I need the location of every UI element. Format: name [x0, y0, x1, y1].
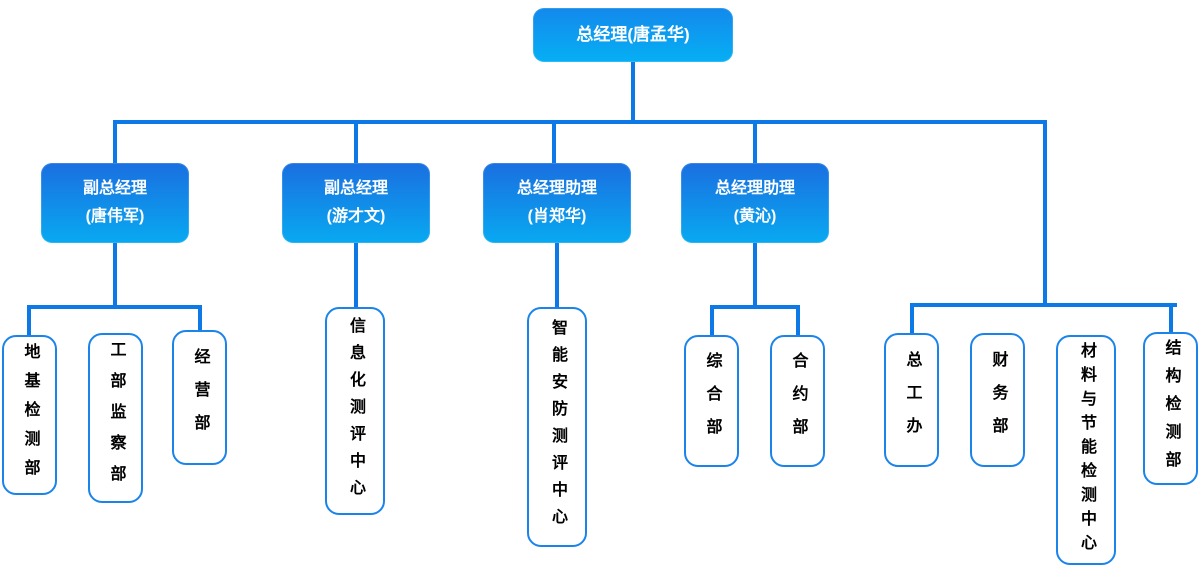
manager-node-3-title: 总经理助理 [516, 180, 597, 197]
dept-node-caiwu: 财务部 [970, 333, 1025, 467]
manager-node-2-title: 副总经理 [323, 180, 388, 197]
dept-node-gongbu-jiancha: 工部监察部 [88, 333, 143, 503]
root-node: 总经理(唐孟华) [533, 8, 733, 62]
connector-group5-stub-right [1169, 303, 1173, 332]
dept-node-zonghe: 综合部 [684, 335, 739, 467]
dept-node-dijian-label: 地基检测部 [21, 342, 39, 488]
connector-drop-manager-2 [354, 120, 358, 163]
manager-node-4-title: 总经理助理 [714, 180, 795, 197]
root-node-label: 总经理(唐孟华) [576, 25, 690, 44]
dept-node-xinxihua-label: 信息化测评中心 [347, 316, 364, 506]
connector-right-branch-vert [1043, 120, 1047, 307]
dept-node-cailiao-jieneng: 材料与节能检测中心 [1056, 335, 1116, 565]
dept-node-dijian: 地基检测部 [2, 335, 57, 495]
dept-node-xinxihua: 信息化测评中心 [325, 307, 385, 515]
connector-group3-stem [555, 243, 559, 307]
dept-node-jingying: 经营部 [172, 330, 227, 465]
connector-drop-manager-3 [552, 120, 556, 163]
dept-node-heyue-label: 合约部 [789, 351, 807, 451]
manager-node-2: 副总经理 (游才文) [282, 163, 430, 243]
dept-node-cailiao-jieneng-label: 材料与节能检测中心 [1078, 342, 1095, 558]
connector-group4-hbar [710, 305, 800, 309]
connector-group2-stem [354, 243, 358, 307]
connector-group4-stub-left [710, 305, 714, 335]
dept-node-zhineng-anfang-label: 智能安防测评中心 [549, 319, 566, 535]
connector-group1-hbar [27, 305, 202, 309]
manager-node-4: 总经理助理 (黄沁) [681, 163, 829, 243]
connector-group1-stem [113, 243, 117, 309]
dept-node-zonghe-label: 综合部 [703, 351, 721, 451]
connector-group1-stub-left [27, 305, 31, 335]
dept-node-jingying-label: 经营部 [191, 348, 209, 447]
dept-node-jiegou-label: 结构检测部 [1162, 338, 1180, 479]
manager-node-1-title: 副总经理 [82, 180, 147, 197]
connector-group4-stem [753, 243, 757, 309]
dept-node-gongbu-jiancha-label: 工部监察部 [107, 340, 125, 496]
manager-node-1: 副总经理 (唐伟军) [41, 163, 189, 243]
dept-node-heyue: 合约部 [770, 335, 825, 467]
manager-node-1-name: (唐伟军) [85, 208, 145, 225]
connector-group5-stub-left [910, 303, 914, 333]
dept-node-caiwu-label: 财务部 [989, 350, 1007, 450]
manager-node-3: 总经理助理 (肖郑华) [483, 163, 631, 243]
connector-root-stem [631, 62, 635, 122]
connector-drop-manager-4 [753, 120, 757, 163]
dept-node-zonggongban-label: 总工办 [903, 350, 921, 450]
connector-group4-stub-right [796, 305, 800, 335]
dept-node-zhineng-anfang: 智能安防测评中心 [527, 307, 587, 547]
connector-group5-hbar [910, 303, 1177, 307]
connector-group1-stub-right [198, 305, 202, 330]
dept-node-jiegou: 结构检测部 [1143, 332, 1198, 485]
manager-node-2-name: (游才文) [326, 208, 386, 225]
dept-node-zonggongban: 总工办 [884, 333, 939, 467]
manager-node-4-name: (黄沁) [733, 208, 777, 225]
connector-drop-manager-1 [113, 120, 117, 163]
connector-main-hbar [113, 120, 1047, 124]
manager-node-3-name: (肖郑华) [527, 208, 587, 225]
